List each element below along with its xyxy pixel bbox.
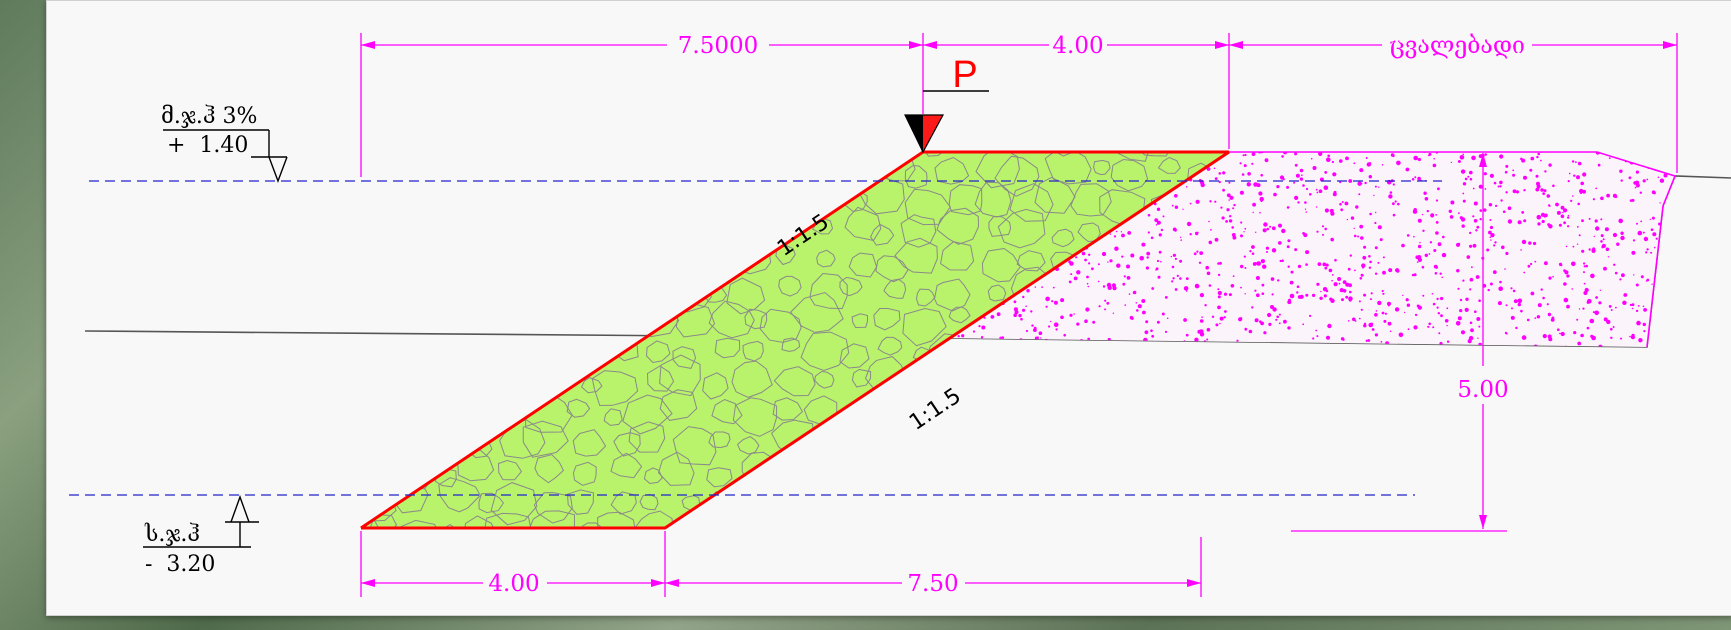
upper-level-name: მ.ჯ.ჰ 3% [161, 104, 257, 129]
dimension-vertical [1291, 153, 1507, 532]
dimension-top-left-label: 7.5000 [678, 33, 758, 59]
dimension-top-chain [360, 33, 1678, 177]
dimension-bottom-right-label: 7.50 [907, 571, 958, 597]
dimension-bottom-chain [360, 531, 1202, 597]
upper-level-marker [163, 129, 288, 183]
slope-label-lower: 1:1.5 [905, 384, 966, 436]
soil-fill-zone [942, 151, 1677, 348]
dimension-top-right-label: ცვალებადი [1389, 33, 1525, 59]
lower-level-marker [143, 494, 259, 548]
dimension-bottom-left-label: 4.00 [488, 571, 539, 597]
drawing-sheet: 7.5000 4.00 ცვალებადი 4.00 7.50 5.00 მ.ჯ… [46, 0, 1731, 616]
lower-level-name: ს.ჯ.ჰ [144, 522, 200, 547]
point-p-marker [904, 90, 989, 154]
slope-edge-lower [361, 150, 1230, 530]
lower-level-value: - 3.20 [145, 552, 215, 577]
cross-section-drawing: 7.5000 4.00 ცვალებადი 4.00 7.50 5.00 მ.ჯ… [69, 33, 1731, 597]
dimension-top-middle-label: 4.00 [1052, 33, 1103, 59]
point-p-label: P [952, 54, 977, 96]
dimension-vertical-label: 5.00 [1457, 377, 1508, 403]
upper-level-value: + 1.40 [167, 133, 248, 158]
